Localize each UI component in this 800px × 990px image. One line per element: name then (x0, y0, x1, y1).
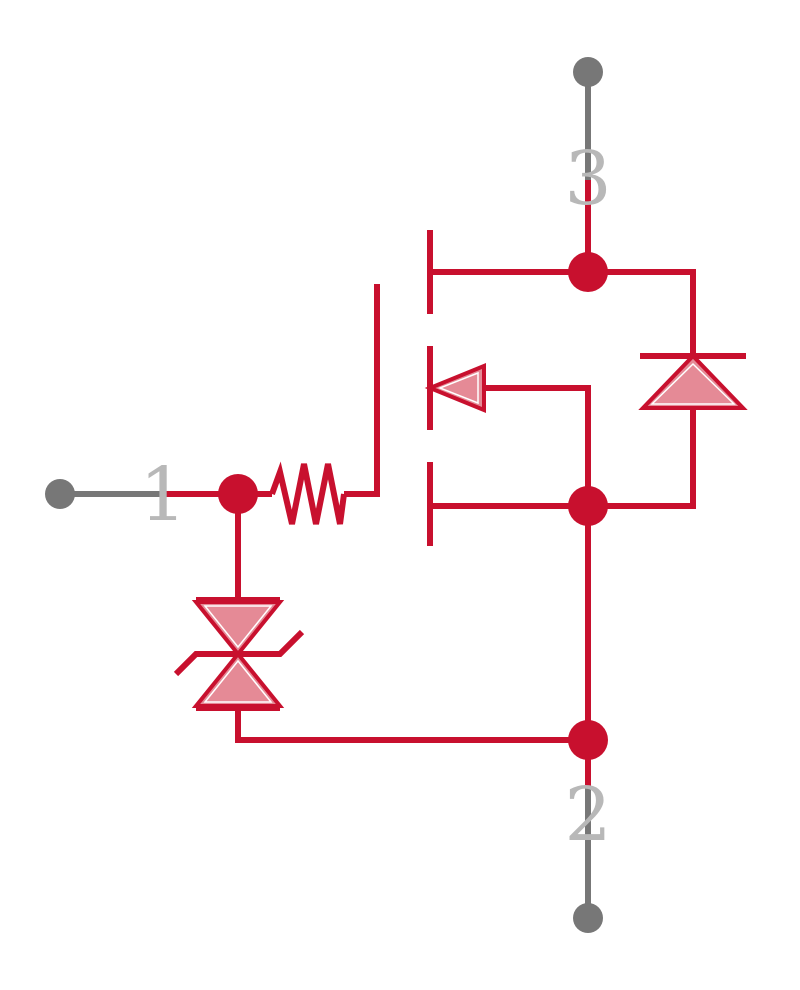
gate-pin-label: 1 (139, 452, 186, 538)
source-horizontal-wire (430, 408, 696, 509)
n-channel-mosfet-symbol (424, 230, 486, 546)
zener-upper-triangle-inner (203, 605, 273, 649)
zener-lower-triangle-inner (203, 659, 273, 703)
resistor-to-gate-wire (344, 284, 380, 497)
ground-junction (568, 720, 608, 760)
zener-knee-bar (173, 629, 305, 677)
junction-dots (218, 252, 608, 760)
tvs-bottom-wire (235, 708, 588, 743)
source-junction (568, 486, 608, 526)
body-diode-triangle-inner (650, 362, 736, 405)
drain-pin-label: 3 (564, 136, 611, 222)
drain-pin-dot[interactable] (573, 57, 603, 87)
body-connection-wire (484, 385, 591, 740)
body-diode-triangle-icon (638, 353, 748, 410)
gate-pin-dot[interactable] (45, 479, 75, 509)
source-pin-dot[interactable] (573, 903, 603, 933)
circuit-wires (160, 180, 696, 786)
pin-labels: 1 3 2 (139, 136, 611, 858)
body-arrow-icon (424, 363, 486, 413)
drain-horizontal-wire (430, 269, 696, 356)
zener-upper-triangle-icon (191, 600, 285, 658)
body-arrow-inner (437, 371, 479, 405)
bidirectional-zener-symbol (173, 597, 305, 711)
drain-junction (568, 252, 608, 292)
gate-resistor-symbol (269, 461, 347, 525)
body-diode-symbol (638, 353, 748, 410)
gate-junction (218, 474, 258, 514)
source-pin-label: 2 (564, 772, 611, 858)
